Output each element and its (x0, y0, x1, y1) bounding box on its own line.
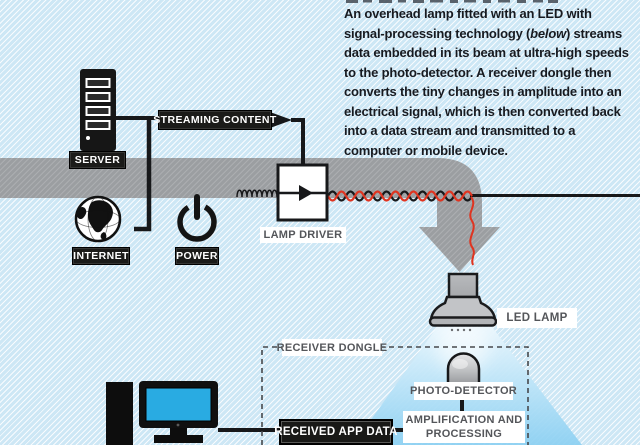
received-app-data-label: RECEIVED APP DATA (274, 419, 397, 445)
pipe-down-arrow (0, 158, 500, 272)
streaming-to-driver-line (291, 118, 305, 166)
photo-detector-label: PHOTO-DETECTOR (410, 382, 517, 400)
red-wire-dangle (469, 196, 475, 266)
server-tower-icon (80, 69, 116, 151)
description-italic: below (530, 25, 566, 41)
monitor-neck (170, 428, 187, 435)
globe-icon (74, 195, 122, 243)
description-text: An overhead lamp fitted with an LED with… (344, 6, 592, 41)
amplification-label: AMPLIFICATION AND PROCESSING (403, 411, 525, 443)
computer-tower (106, 382, 133, 445)
receiver-dongle-label: RECEIVER DONGLE (277, 339, 387, 356)
power-icon (177, 194, 217, 242)
desktop-computer-icon (106, 381, 218, 445)
coil-wire (236, 189, 278, 198)
server-label: SERVER (69, 151, 126, 169)
led-lamp-icon (428, 272, 498, 332)
lamp-driver-label: LAMP DRIVER (260, 227, 346, 243)
description-text-after: ) streams data embedded in its beam at u… (344, 25, 629, 158)
driver-arrowhead (299, 185, 313, 201)
internet-label: INTERNET (72, 247, 130, 265)
led-lamp-label: LED LAMP (497, 308, 577, 328)
cropped-heading-remnant (346, 0, 558, 3)
receiver-dongle-outline (261, 346, 529, 445)
internet-branch-line (134, 118, 152, 232)
wires (236, 189, 640, 266)
power-label: POWER (175, 247, 219, 265)
connector-lines (115, 112, 464, 432)
description-paragraph: An overhead lamp fitted with an LED with… (344, 4, 633, 160)
monitor-screen (145, 387, 212, 422)
lamp-driver-box (276, 163, 329, 222)
twisted-wire-red (327, 190, 473, 202)
monitor-base (154, 435, 203, 443)
streaming-arrowhead (270, 112, 292, 128)
streaming-content-label: STREAMING CONTENT (153, 110, 276, 130)
photo-detector-dome-icon (446, 352, 481, 387)
